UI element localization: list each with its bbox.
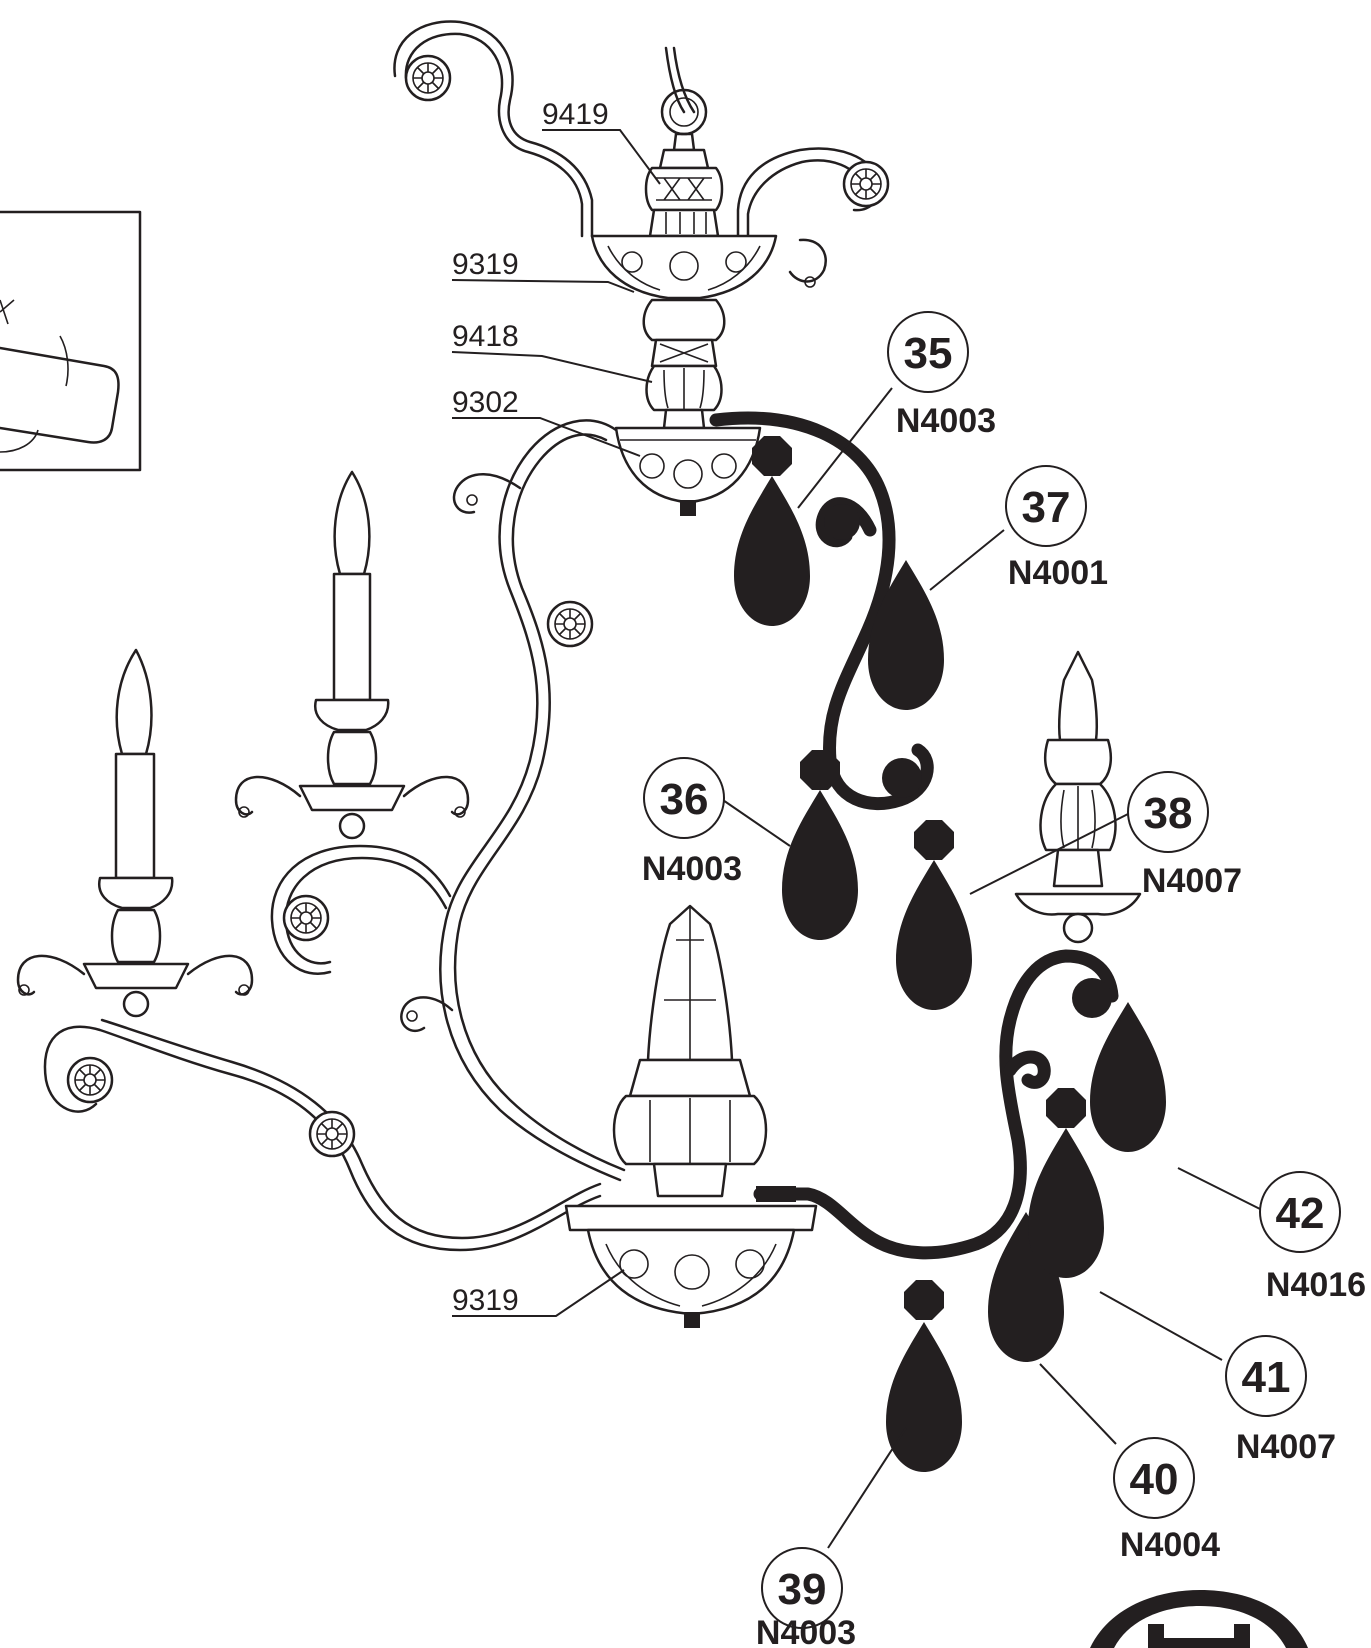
detail-inset [0,210,142,472]
callout-code: N4003 [756,1614,856,1648]
callout-code: N4003 [896,402,996,440]
part-labels: 9419 9319 9418 9302 9319 [452,98,609,1317]
crystal-arms [709,411,1119,1260]
callout-42: 42 N4016 [1259,1171,1366,1304]
callout-number: 35 [904,329,953,378]
lower-finial [612,904,768,1198]
callout-code: N4003 [642,850,742,888]
part-label-9319-top: 9319 [452,248,519,281]
part-leaders [451,129,661,1317]
callout-number: 38 [1144,789,1193,838]
part-label-9302: 9302 [452,386,519,419]
part-label-9418: 9418 [452,320,519,353]
central-column [590,148,778,430]
upper-canopy-arms [393,20,890,288]
callout-number: 40 [1130,1455,1179,1504]
callout-38: 38 N4007 [1127,771,1242,900]
callout-37: 37 N4001 [1005,465,1108,592]
callout-number: 36 [660,775,709,824]
callout-leaders [719,387,1263,1549]
callout-41: 41 N4007 [1225,1335,1336,1466]
callout-number: 37 [1022,483,1071,532]
candle-lower-left [16,648,254,1018]
callout-code: N4007 [1236,1428,1336,1466]
right-finial [1014,650,1142,944]
lower-bowl-9319 [564,1204,818,1328]
bowl-9302 [614,426,762,516]
outlined-arms [43,419,626,1252]
callout-35: 35 N4003 [887,311,996,440]
callout-code: N4004 [1120,1526,1220,1564]
part-label-9319-bottom: 9319 [452,1284,519,1317]
partial-round-badge [1090,1590,1308,1648]
callout-code: N4007 [1142,862,1242,900]
callout-number: 41 [1242,1353,1291,1402]
callout-36: 36 N4003 [642,757,742,888]
callout-39: 39 N4003 [756,1547,856,1648]
chain-loop [660,46,708,152]
callout-number: 39 [778,1565,827,1614]
callout-code: N4001 [1008,554,1108,592]
callout-number: 42 [1276,1189,1325,1238]
part-label-9419: 9419 [542,98,609,131]
callout-code: N4016 [1266,1266,1366,1304]
candle-middle [234,470,470,840]
callout-40: 40 N4004 [1113,1437,1220,1564]
